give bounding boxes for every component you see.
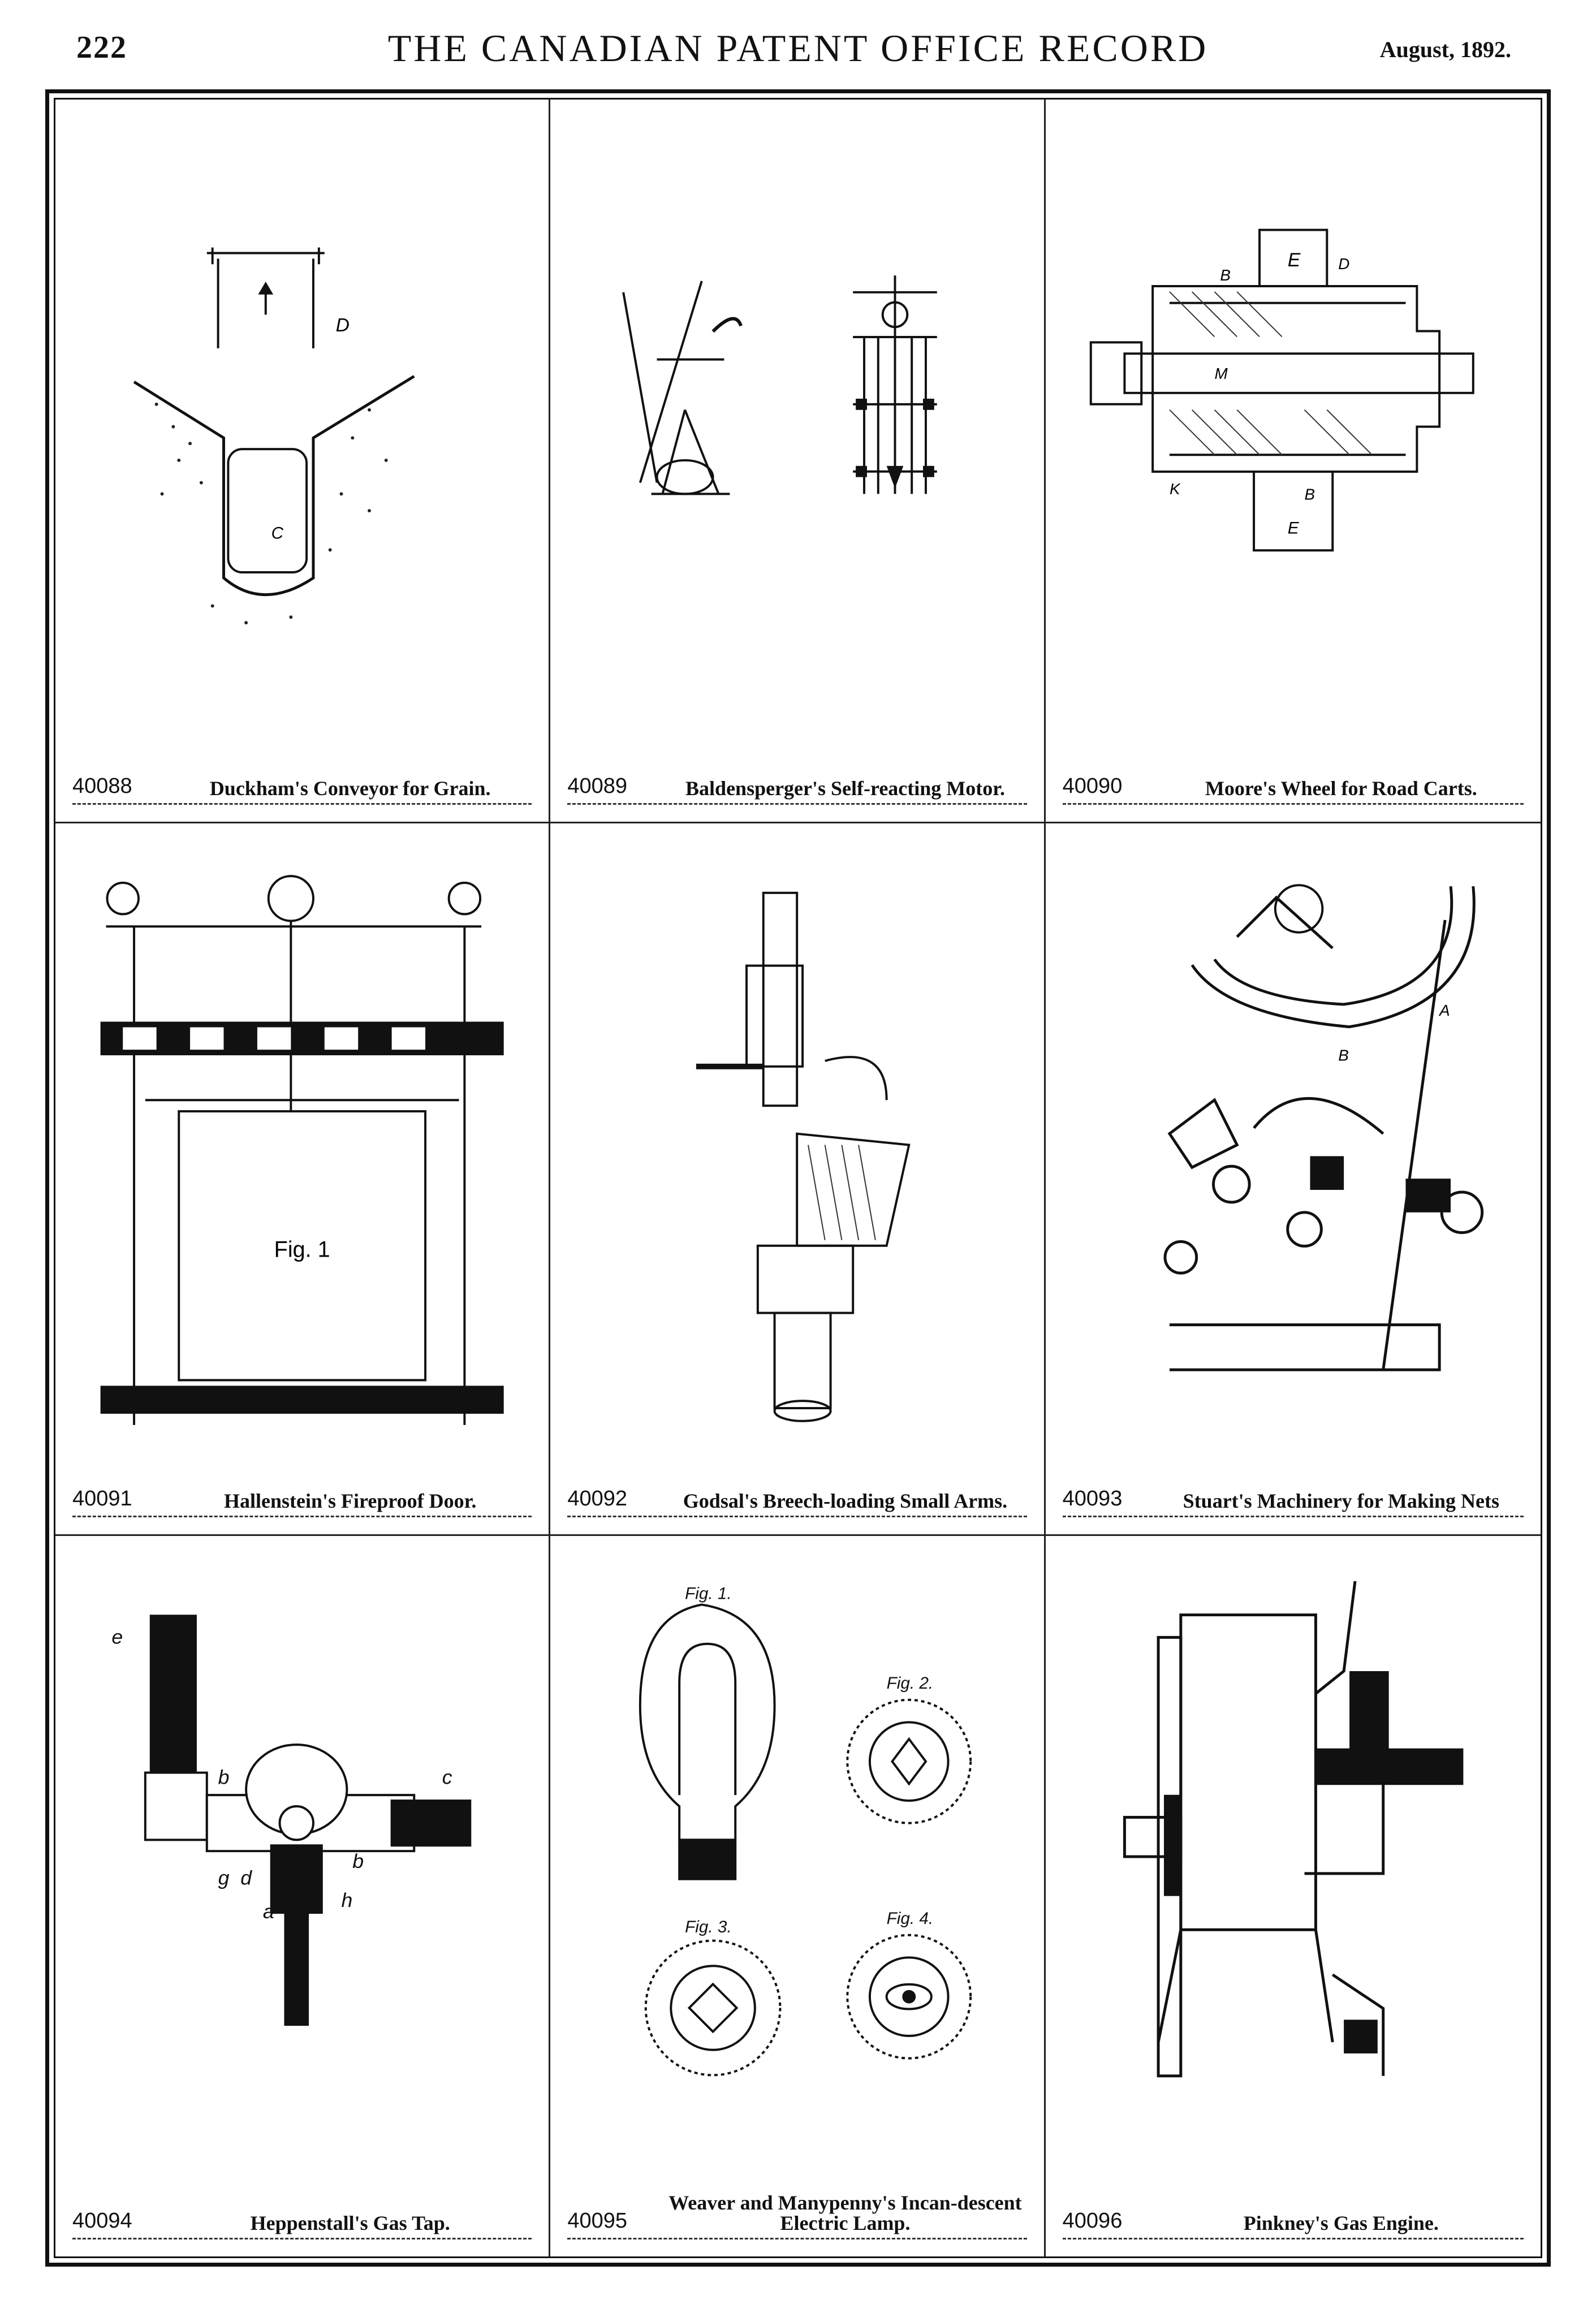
patent-title: Godsal's Breech-loading Small Arms. [683,1490,1008,1512]
patent-cell: 40089 Baldensperger's Self-reacting Moto… [550,100,1046,823]
page-number: 222 [76,30,127,65]
breech-loading-arms-drawing [573,846,1021,1444]
drawing-label: Fig. 1 [274,1237,330,1262]
journal-title: THE CANADIAN PATENT OFFICE RECORD [387,27,1209,70]
patent-cell: Fig. 1 40091 Hallenstein's Fireproof Doo… [55,823,551,1536]
patent-caption: 40089 Baldensperger's Self-reacting Moto… [567,753,1027,805]
patent-caption: 40092 Godsal's Breech-loading Small Arms… [567,1466,1027,1517]
electric-lamp-drawing: Fig. 1. Fig. 2. Fig. 3. Fig. 4. [573,1559,1021,2166]
patent-number: 40094 [72,2209,132,2233]
patent-caption: 40093 Stuart's Machinery for Making Nets [1062,1466,1524,1517]
road-cart-wheel-drawing: E B D M K B E [1068,122,1518,731]
issue-date: August, 1892. [1379,37,1511,62]
drawing-label: g [218,1867,230,1889]
page-frame-outer [45,89,1551,2267]
drawing-label: d [240,1867,252,1889]
drawing-label: b [218,1766,230,1788]
patent-title: Hallenstein's Fireproof Door. [224,1490,477,1512]
drawing-label: D [1338,255,1349,273]
patent-number: 40089 [567,774,627,798]
drawing-label: Fig. 3. [685,1918,732,1936]
patent-title: Duckham's Conveyor for Grain. [209,777,491,800]
patent-cell: B A 40093 Stuart's Machinery for Making … [1045,823,1541,1536]
drawing-label: K [1170,480,1181,498]
page-frame-inner [54,98,1542,2258]
drawing-label: Fig. 4. [887,1909,934,1928]
patent-cell: 40092 Godsal's Breech-loading Small Arms… [550,823,1046,1536]
gas-engine-drawing [1068,1559,1518,2166]
drawing-label: Fig. 1. [685,1585,732,1603]
patent-number: 40092 [567,1487,627,1511]
patent-caption: 40091 Hallenstein's Fireproof Door. [72,1466,532,1517]
drawing-label: B [1338,1046,1349,1064]
drawing-label: A [1438,1002,1450,1019]
patent-caption: 40088 Duckham's Conveyor for Grain. [72,753,532,805]
patent-title: Baldensperger's Self-reacting Motor. [685,777,1005,800]
net-machinery-drawing: B A [1068,846,1518,1444]
drawing-label: C [271,524,284,543]
drawing-label: c [442,1766,452,1788]
patent-caption: 40090 Moore's Wheel for Road Carts. [1062,753,1524,805]
patent-number: 40093 [1062,1487,1123,1511]
patent-title: Stuart's Machinery for Making Nets [1183,1490,1499,1512]
drawing-label: E [1287,249,1300,271]
drawing-label: h [341,1889,352,1911]
patent-cell: 40096 Pinkney's Gas Engine. [1046,1536,1541,2256]
patent-title: Moore's Wheel for Road Carts. [1205,777,1477,800]
patent-cell: D C 40088 Duckham's Conveyor for Grain. [55,100,551,823]
patent-title: Pinkney's Gas Engine. [1243,2212,1439,2234]
patent-number: 40088 [72,774,132,798]
patent-number: 40095 [567,2209,627,2233]
drawing-label: Fig. 2. [887,1674,934,1693]
patent-title: Weaver and Manypenny's Incan-descent Ele… [668,2191,1022,2234]
patent-number: 40091 [72,1487,132,1511]
drawing-label: b [352,1850,364,1872]
patent-cell: E B D M K B E 40090 Moore's Wheel for Ro… [1045,100,1541,823]
page-header: 222 THE CANADIAN PATENT OFFICE RECORD Au… [0,0,1596,96]
patent-number: 40096 [1062,2209,1123,2233]
gas-tap-drawing: e b c g d b a h [78,1559,526,2166]
fireproof-door-drawing: Fig. 1 [78,846,526,1444]
drawing-label: E [1287,519,1299,537]
patent-caption: 40096 Pinkney's Gas Engine. [1062,2188,1524,2239]
drawing-label: M [1214,365,1228,382]
patent-cell: e b c g d b a h 40094 Heppenstall's Gas … [55,1536,551,2256]
drawing-label: D [336,315,350,336]
patent-caption: 40095 Weaver and Manypenny's Incan-desce… [567,2188,1027,2239]
drawing-label: e [111,1626,123,1649]
patent-cell: Fig. 1. Fig. 2. Fig. 3. Fig. 4. 40095 We… [550,1536,1046,2256]
drawing-label: B [1220,266,1231,284]
grain-conveyor-drawing: D C [78,122,526,731]
drawing-label: B [1304,486,1315,503]
patent-caption: 40094 Heppenstall's Gas Tap. [72,2188,532,2239]
patent-number: 40090 [1062,774,1123,798]
patent-grid: D C 40088 Duckham's Conveyor for Grain. [55,100,1541,2256]
patent-title: Heppenstall's Gas Tap. [250,2212,450,2234]
self-reacting-motor-drawing [573,122,1021,731]
drawing-label: a [263,1900,274,1923]
